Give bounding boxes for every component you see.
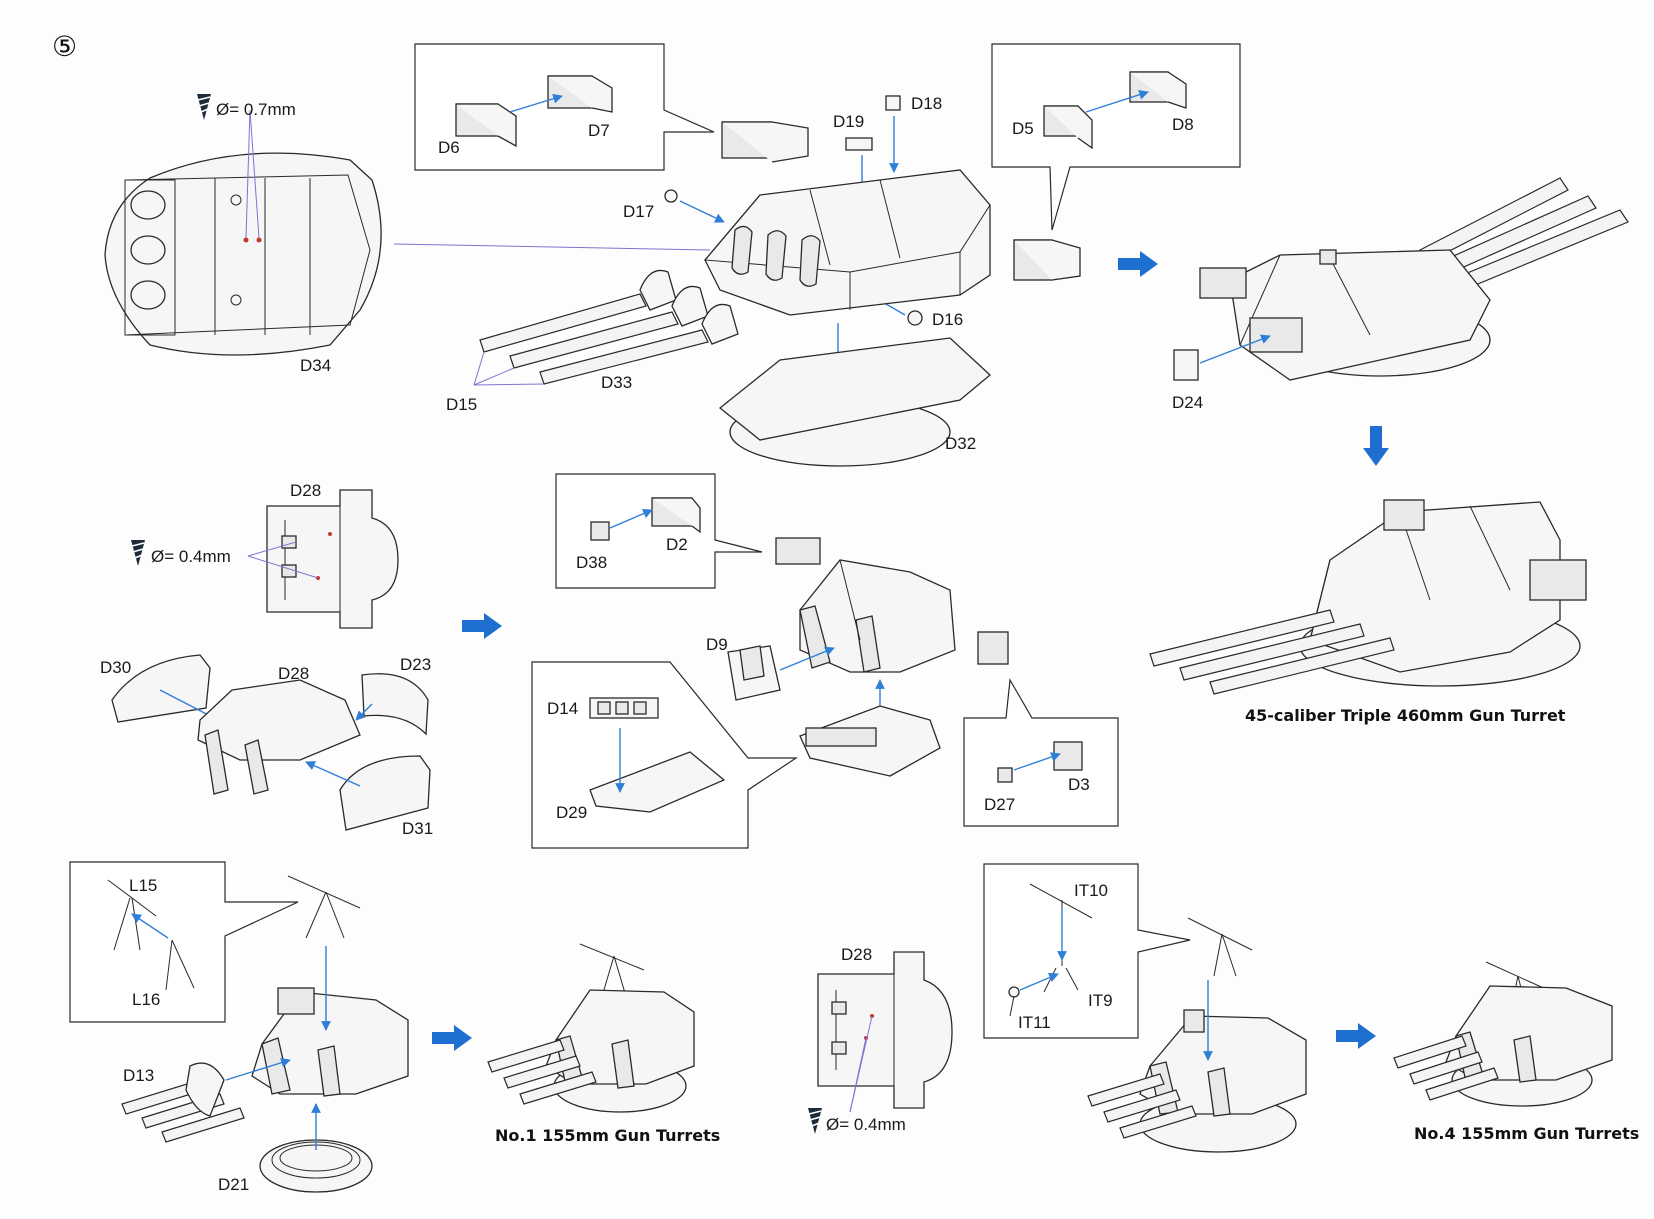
callout-box-d27-d3 <box>963 678 1119 827</box>
part-d16 <box>907 310 923 326</box>
part-d33-gun-barrels <box>479 269 739 385</box>
callout-box-it9-it10-it11 <box>983 863 1191 1039</box>
flow-arrow-down <box>1363 426 1389 466</box>
callout-box-d14-d29 <box>531 661 798 849</box>
caption-no1-turrets: No.1 155mm Gun Turrets <box>495 1126 720 1145</box>
part-d19 <box>845 137 873 151</box>
label-d13: D13 <box>123 1066 154 1085</box>
part-d30-side-plate <box>111 654 211 723</box>
label-d38: D38 <box>576 553 607 572</box>
part-d24 <box>1173 349 1199 381</box>
caption-main-turret: 45-caliber Triple 460mm Gun Turret <box>1245 706 1566 725</box>
label-d33: D33 <box>601 373 632 392</box>
secondary-turret-housing <box>799 559 956 673</box>
label-d16: D16 <box>932 310 963 329</box>
label-d28-deck: D28 <box>278 664 309 683</box>
label-d19: D19 <box>833 112 864 131</box>
label-d14: D14 <box>547 699 578 718</box>
main-turret-final <box>1149 499 1587 695</box>
label-d6: D6 <box>438 138 460 157</box>
part-d3-on-housing <box>977 631 1009 665</box>
part-d23-curved-plate <box>361 673 429 736</box>
label-d34: D34 <box>300 356 331 375</box>
flow-arrow <box>1118 251 1158 277</box>
drill-icon <box>196 93 212 121</box>
label-it9: IT9 <box>1088 991 1113 1010</box>
main-turret-housing <box>703 169 991 316</box>
part-d28-deck <box>197 679 361 795</box>
drill-icon <box>130 539 146 567</box>
no4-turret-assembled <box>1393 961 1613 1107</box>
part-d2-on-housing <box>775 537 821 565</box>
callout-box-d5-d8 <box>991 43 1241 231</box>
label-it11: IT11 <box>1018 1013 1051 1032</box>
flow-arrow <box>432 1025 472 1051</box>
callout-box-l15-l16 <box>69 861 299 1023</box>
label-d30: D30 <box>100 658 131 677</box>
flow-arrow <box>1336 1023 1376 1049</box>
part-d28-plan <box>266 489 399 629</box>
no1-turret-assembled <box>487 943 695 1113</box>
label-d2: D2 <box>666 535 688 554</box>
label-d15: D15 <box>446 395 477 414</box>
label-d32: D32 <box>945 434 976 453</box>
part-d18 <box>885 95 901 111</box>
step-number: ⑤ <box>52 30 77 63</box>
drill-note-bottom: Ø= 0.4mm <box>826 1115 906 1134</box>
main-turret-assembled-rear-view <box>1199 177 1629 381</box>
drill-note-top: Ø= 0.7mm <box>216 100 296 119</box>
label-l15: L15 <box>129 876 157 895</box>
label-d23: D23 <box>400 655 431 674</box>
label-d18: D18 <box>911 94 942 113</box>
part-d34-turret-top <box>104 109 382 356</box>
label-d7: D7 <box>588 121 610 140</box>
no1-turret-exploded <box>121 875 409 1143</box>
label-d3: D3 <box>1068 775 1090 794</box>
part-d5-on-turret <box>1013 239 1081 281</box>
label-d24: D24 <box>1172 393 1203 412</box>
callout-box-d38-d2 <box>555 473 763 589</box>
part-d28-plan-bottom <box>817 951 953 1109</box>
part-d31-side-plate <box>339 755 431 831</box>
label-d17: D17 <box>623 202 654 221</box>
drill-note-middle: Ø= 0.4mm <box>151 547 231 566</box>
label-d28-plan: D28 <box>290 481 321 500</box>
part-d32-turret-base <box>718 337 991 467</box>
label-d9: D9 <box>706 635 728 654</box>
caption-no4-turrets: No.4 155mm Gun Turrets <box>1414 1124 1639 1143</box>
drill-icon <box>807 1107 823 1135</box>
label-d21: D21 <box>218 1175 249 1194</box>
part-d7-on-turret <box>721 121 809 163</box>
label-d29: D29 <box>556 803 587 822</box>
label-d27: D27 <box>984 795 1015 814</box>
label-d8: D8 <box>1172 115 1194 134</box>
label-it10: IT10 <box>1074 881 1108 900</box>
label-l16: L16 <box>132 990 160 1009</box>
part-d29-deck-assembled <box>799 705 941 777</box>
label-d28-bottom: D28 <box>841 945 872 964</box>
no4-turret-exploded <box>1087 917 1307 1153</box>
flow-arrow <box>462 613 502 639</box>
callout-box-d6-d7 <box>414 43 715 171</box>
part-d17 <box>664 189 678 203</box>
part-d9-gun-mount <box>727 645 781 701</box>
label-d31: D31 <box>402 819 433 838</box>
label-d5: D5 <box>1012 119 1034 138</box>
